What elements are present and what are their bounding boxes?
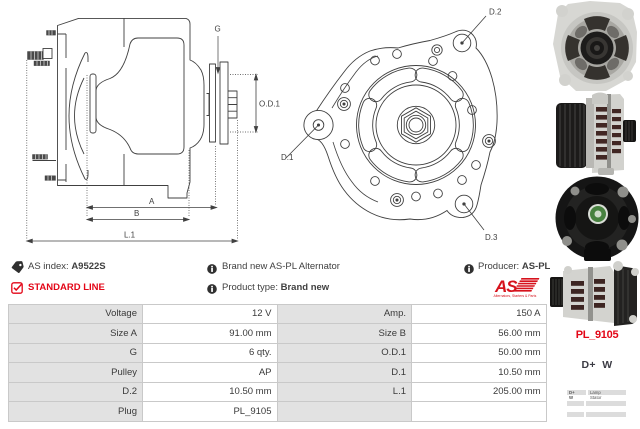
svg-text:AS: AS <box>494 277 518 296</box>
svg-text:D.2: D.2 <box>489 8 502 17</box>
svg-text:B: B <box>134 209 139 218</box>
svg-text:D.1: D.1 <box>281 153 294 162</box>
svg-text:D.3: D.3 <box>485 233 498 242</box>
svg-text:Alternators, Starters & Parts: Alternators, Starters & Parts <box>494 294 537 298</box>
svg-text:O.D.1: O.D.1 <box>259 100 280 109</box>
svg-text:A: A <box>149 197 155 206</box>
svg-text:G: G <box>215 25 221 34</box>
svg-text:L.1: L.1 <box>124 231 136 240</box>
